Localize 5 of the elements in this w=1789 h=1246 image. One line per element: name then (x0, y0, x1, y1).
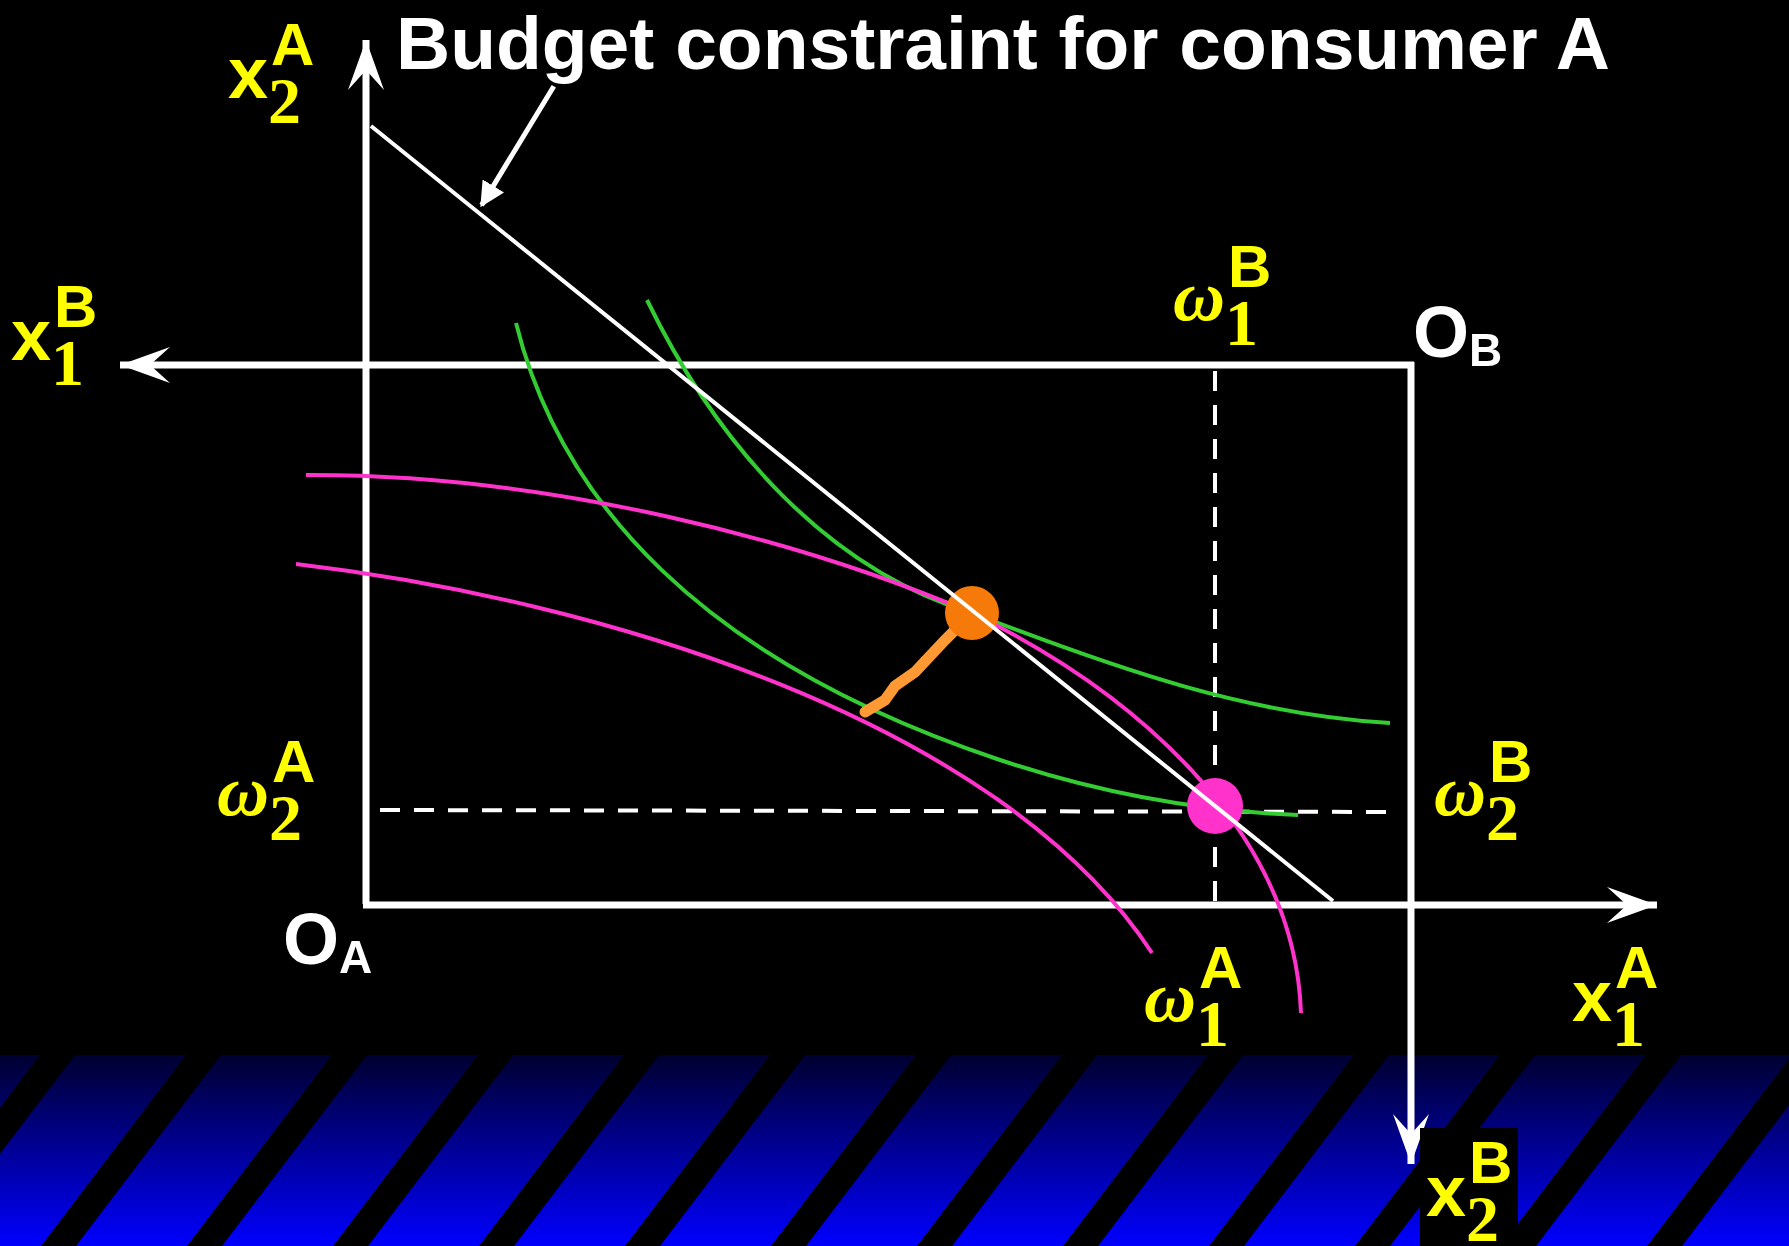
leader-arrow (479, 84, 556, 208)
origin-label: O$_{B}$ (1413, 296, 1503, 378)
origin-label: O$_{A}$ (283, 903, 373, 985)
budget-line (369, 124, 1335, 903)
callout-text: Budget constraint for consumer A (396, 1, 1610, 85)
